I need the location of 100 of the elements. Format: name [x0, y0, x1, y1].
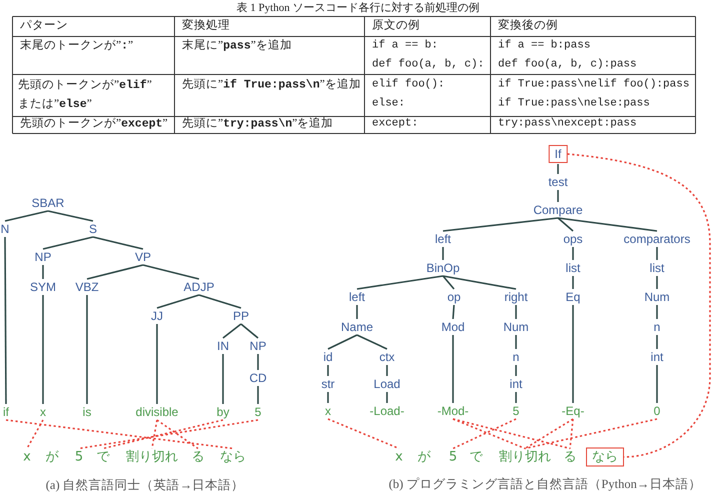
tree-branch — [386, 365, 388, 376]
tree-branch — [327, 392, 329, 403]
table-text: 先頭のトークンが”except” — [20, 116, 168, 132]
tree-branch — [4, 237, 7, 404]
tree-branch — [4, 210, 48, 222]
code-example: if a == b: — [372, 38, 438, 54]
ast-node-label: ctx — [379, 350, 395, 364]
source-token: x — [325, 404, 331, 418]
tree-branch — [557, 164, 559, 174]
syntax-tag: SBAR — [32, 196, 64, 210]
japanese-word: x — [23, 450, 31, 464]
tree-branch — [572, 276, 574, 289]
tree-branch — [442, 275, 455, 290]
syntax-tag: VP — [135, 250, 151, 264]
table-title: 表 1 Python ソースコード各行に対する前処理の例 — [236, 1, 480, 16]
syntax-tag: NP — [250, 339, 266, 353]
table-text: 先頭のトークンが”elif”または”else” — [18, 78, 153, 112]
column-header: 変換後の例 — [498, 18, 558, 34]
code-example: else: — [372, 96, 406, 112]
tree-branch — [558, 217, 658, 232]
ast-node-label: Load — [374, 377, 400, 391]
alignment-line — [328, 418, 400, 450]
source-token: 5 — [254, 405, 262, 419]
column-header: 原文の例 — [372, 18, 420, 34]
alignment-line — [6, 419, 234, 450]
source-token: if — [3, 405, 9, 419]
source-token: 0 — [654, 404, 660, 418]
alignment-line — [102, 419, 224, 450]
syntax-tag: CD — [249, 371, 267, 385]
tree-branch — [515, 392, 517, 403]
japanese-word: が — [418, 450, 430, 464]
syntax-tag: N — [0, 222, 10, 236]
tree-branch — [42, 265, 44, 279]
ast-node-label: right — [504, 290, 528, 304]
tree-branch — [257, 354, 259, 370]
syntax-tag: ADJP — [184, 280, 214, 294]
ast-node-label: int — [650, 350, 664, 364]
table-text: 末尾に”pass”を追加 — [182, 38, 292, 54]
tree-branch — [328, 334, 358, 350]
tree-branch — [156, 294, 200, 309]
syntax-tag: IN — [217, 339, 229, 353]
tree-branch — [327, 365, 329, 376]
ast-node-label: left — [435, 232, 451, 246]
tree-branch — [656, 305, 658, 319]
alignment-line — [151, 420, 158, 449]
syntax-tag: VBZ — [75, 280, 99, 294]
subfigure-caption: (b) プログラミング言語と自然言語（Python→日本語） — [388, 476, 702, 492]
tree-branch — [572, 305, 574, 403]
syntax-tag: NP — [34, 250, 52, 264]
alignment-line — [569, 418, 574, 449]
ast-node-label: Num — [503, 320, 529, 334]
source-token: by — [216, 405, 230, 419]
column-header: 変換処理 — [182, 18, 230, 34]
tree-branch — [656, 247, 658, 260]
table-text: 先頭に”try:pass\n”を追加 — [182, 116, 334, 132]
alignment-line — [452, 418, 570, 450]
code-example: if a == b:pass — [498, 38, 590, 54]
tree-branch — [356, 275, 444, 290]
tree-branch — [656, 276, 658, 289]
ast-node-label: n — [512, 350, 520, 364]
tree-branch — [48, 210, 94, 222]
alignment-line — [26, 420, 44, 449]
tree-branch — [452, 335, 454, 403]
tree-branch — [198, 294, 242, 309]
source-token: 5 — [512, 404, 520, 418]
japanese-word: 5 — [448, 450, 458, 464]
japanese-word: る — [564, 450, 576, 464]
ast-node-label: list — [566, 261, 580, 275]
tree-branch — [557, 217, 574, 232]
column-header: パターン — [20, 18, 68, 34]
code-example: if True:pass\nelif foo():pass — [498, 78, 690, 92]
tree-branch — [42, 295, 44, 404]
ast-node-label: Eq — [566, 290, 580, 304]
ast-node-label: test — [548, 175, 568, 189]
code-example: except: — [372, 116, 418, 132]
ast-node-label: list — [650, 261, 664, 275]
tree-branch — [222, 323, 242, 339]
tree-branch — [442, 217, 558, 232]
ast-node-label: op — [447, 290, 461, 304]
tree-branch — [515, 365, 517, 376]
japanese-word: x — [395, 450, 403, 464]
ast-node-label: id — [323, 350, 333, 364]
alignment-line — [524, 418, 574, 450]
japanese-word: る — [192, 450, 204, 464]
source-token: x — [40, 405, 46, 419]
japanese-word: 割り切れ — [499, 450, 551, 464]
source-token: -Mod- — [437, 404, 469, 418]
tree-branch — [656, 365, 658, 403]
tree-branch — [142, 264, 200, 280]
source-token: divisible — [136, 405, 178, 419]
tree-branch — [656, 335, 658, 349]
japanese-word: なら — [220, 450, 246, 464]
ast-node-label: Name — [341, 320, 373, 334]
alignment-line — [156, 419, 198, 450]
tree-branch — [240, 323, 258, 339]
tree-branch — [257, 386, 259, 404]
code-example: def foo(a, b, c):pass — [498, 58, 637, 72]
tree-branch — [572, 247, 574, 260]
syntax-tag: JJ — [151, 309, 163, 323]
tree-branch — [356, 305, 358, 319]
